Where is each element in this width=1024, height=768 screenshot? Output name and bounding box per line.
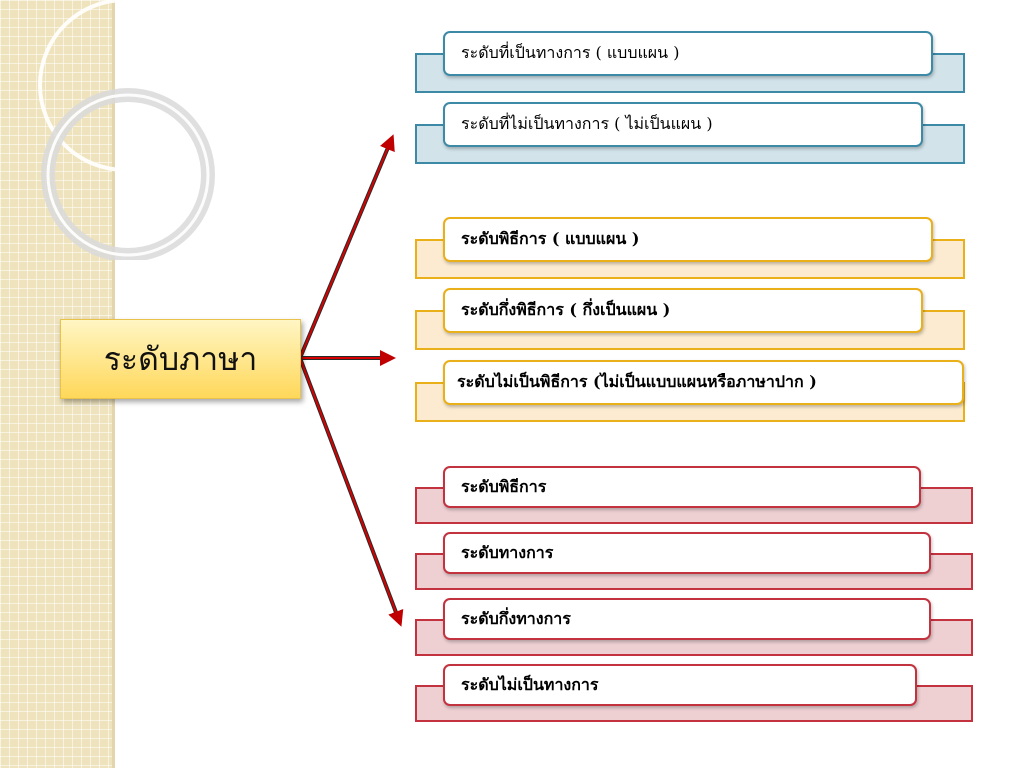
decorative-ring-lower-inner: [46, 93, 210, 257]
item-text: ระดับไม่เป็นทางการ: [461, 674, 599, 694]
decorative-ring-upper: [38, 0, 212, 172]
arrow-to-red-group: [298, 357, 404, 627]
item-label-box: ระดับพิธีการ: [443, 466, 921, 508]
item-label-box: ระดับพิธีการ ( แบบแผน ): [443, 217, 933, 262]
item-text: ระดับทางการ: [461, 542, 554, 562]
item-label-box: ระดับกึ่งพิธีการ ( กึ่งเป็นแผน ): [443, 288, 923, 333]
item-label-box: ระดับที่ไม่เป็นทางการ ( ไม่เป็นแผน ): [443, 102, 923, 147]
item-label-box: ระดับที่เป็นทางการ ( แบบแผน ): [443, 31, 933, 76]
item-label-box: ระดับกึ่งทางการ: [443, 598, 931, 640]
decorative-rings: [38, 0, 215, 260]
item-text: ระดับที่ไม่เป็นทางการ ( ไม่เป็นแผน ): [461, 114, 713, 133]
main-topic-label: ระดับภาษา: [103, 339, 258, 378]
item-text: ระดับพิธีการ ( แบบแผน ): [461, 229, 640, 248]
item-text: ระดับกึ่งพิธีการ ( กึ่งเป็นแผน ): [461, 300, 671, 319]
item-label-box: ระดับไม่เป็นทางการ: [443, 664, 917, 706]
item-text: ระดับไม่เป็นพิธีการ (ไม่เป็นแบบแผนหรือภา…: [457, 372, 817, 391]
item-label-box: ระดับไม่เป็นพิธีการ (ไม่เป็นแบบแผนหรือภา…: [443, 360, 964, 405]
item-label-box: ระดับทางการ: [443, 532, 931, 574]
arrow-to-blue-group: [298, 134, 395, 359]
main-topic-box: ระดับภาษา: [60, 319, 301, 399]
item-text: ระดับพิธีการ: [461, 476, 547, 496]
item-text: ระดับกึ่งทางการ: [461, 608, 571, 628]
item-text: ระดับที่เป็นทางการ ( แบบแผน ): [461, 43, 680, 62]
